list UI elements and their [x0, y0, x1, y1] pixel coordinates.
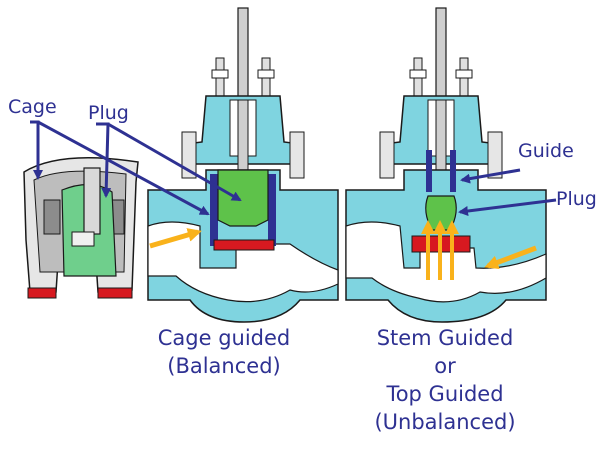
- caption-line: Stem Guided: [376, 326, 514, 350]
- cage-window: [43, 199, 61, 235]
- label-plug-right: Plug: [556, 188, 597, 210]
- label-plug-left: Plug: [88, 102, 129, 124]
- body-bolts: [181, 131, 305, 179]
- plug-right-leader: [458, 198, 557, 216]
- guide-bushing-right: [450, 150, 456, 192]
- caption-stem-guided: Stem Guided or Top Guided (Unbalanced): [360, 324, 530, 436]
- guide-leader: [460, 168, 521, 184]
- caption-line: Top Guided: [386, 382, 504, 406]
- flow-arrow-inlet-right: [484, 245, 537, 270]
- caption-line: or: [434, 354, 456, 378]
- caption-line: Cage guided: [157, 326, 291, 350]
- stem-guided-valve: [345, 7, 547, 323]
- label-cage: Cage: [8, 96, 57, 118]
- label-guide: Guide: [518, 140, 574, 162]
- cutaway-stem: [83, 167, 101, 235]
- stem-upper: [435, 7, 447, 109]
- cage-left-wall: [210, 174, 218, 246]
- body-bolts: [379, 131, 503, 179]
- cage-guided-valve: [147, 7, 339, 323]
- plug-leader-to-valve: [107, 122, 242, 202]
- caption-cage-guided: Cage guided (Balanced): [144, 324, 304, 380]
- cage-right-wall: [268, 174, 276, 246]
- seat-ring: [213, 239, 275, 251]
- stem-lower: [237, 99, 249, 181]
- cage-seat-ring: [27, 287, 57, 299]
- balanced-plug: [217, 169, 269, 227]
- cage-leader-to-valve: [37, 120, 210, 216]
- annotation-lines: [30, 120, 557, 216]
- flow-passage: [345, 221, 547, 303]
- flow-passage: [147, 221, 339, 303]
- cage-seat-ring: [97, 287, 133, 299]
- cage-cutaway: [23, 157, 139, 299]
- flow-arrow-inlet-left: [149, 228, 202, 249]
- caption-line: (Unbalanced): [374, 410, 516, 434]
- stem-upper: [237, 7, 249, 109]
- cutaway-nut: [71, 231, 95, 247]
- guide-bushing-left: [426, 150, 432, 192]
- caption-line: (Balanced): [167, 354, 281, 378]
